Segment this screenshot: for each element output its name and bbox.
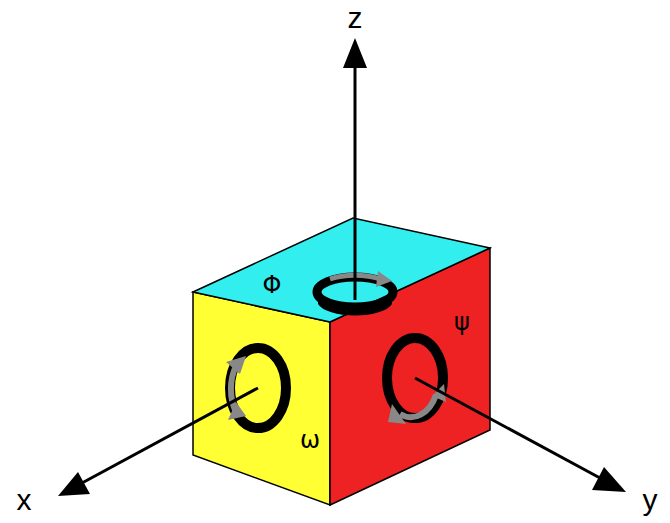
- rotation-label: Φ: [263, 273, 282, 297]
- axis-y: [415, 378, 626, 492]
- cube-face-z: [193, 218, 490, 322]
- axis-x: [58, 388, 258, 496]
- rotation-label: ω: [300, 428, 320, 452]
- rotation-psi: [387, 338, 446, 424]
- cube-face-x: [193, 292, 330, 505]
- axis-label: x: [17, 485, 32, 515]
- axis-label: z: [348, 3, 363, 33]
- axis-z: [343, 38, 367, 300]
- rotation-label: ψ: [454, 310, 470, 334]
- axis-label: y: [643, 485, 658, 515]
